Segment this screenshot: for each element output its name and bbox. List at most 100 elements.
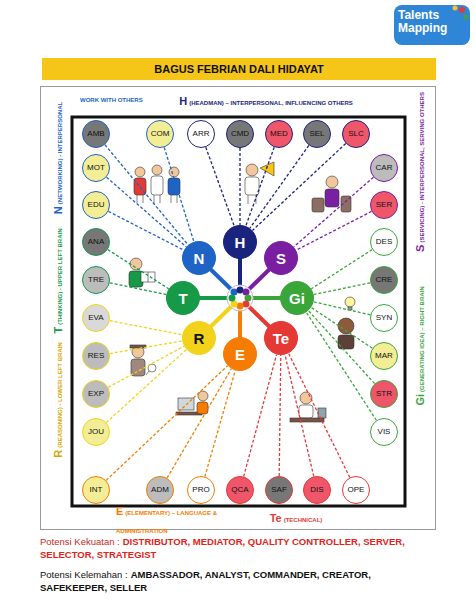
talent-code: EDU (88, 201, 105, 209)
talent-circle: MAR (370, 342, 398, 370)
dimension-code: Gi (289, 291, 305, 306)
dashed-connector (107, 177, 187, 247)
dimension-description: (GENERATING IDEA) – RIGHT BRAIN (419, 286, 425, 392)
dimension-code: H (235, 235, 246, 250)
dashed-connector (252, 144, 345, 231)
dashed-connector (106, 366, 227, 481)
side-note-text: WORK WITH OTHERS (80, 97, 143, 103)
talent-circle: SEL (303, 120, 331, 148)
dimension-description: (TECHNICAL) (284, 517, 323, 523)
strength-summary: Potensi Kekuatan :DISTRIBUTOR, MEDIATOR,… (40, 536, 440, 562)
talent-circle: SYN (370, 304, 398, 332)
talent-code: RES (88, 352, 104, 360)
talent-code: COM (151, 130, 170, 138)
dimension-letter: Te (270, 512, 282, 524)
dimension-code: T (178, 291, 187, 306)
talent-circle: DES (370, 228, 398, 256)
talent-circle: OPE (342, 476, 370, 504)
dimension-code: S (276, 251, 286, 266)
talent-circle: ANA (82, 228, 110, 256)
dashed-connector (314, 283, 371, 295)
dimension-circle: N (182, 241, 216, 275)
traveler-figure (312, 176, 351, 212)
dimension-caption: N (NETWORKING) - INTERPERSONAL (48, 102, 66, 214)
talent-code: ARR (193, 130, 210, 138)
dimension-circle: E (223, 337, 257, 371)
dimension-caption: E(ELEMENTARY) – LANGUAGE & ADMINISTRATIO… (116, 501, 228, 536)
talent-code: SEL (309, 130, 324, 138)
logo-dots (453, 6, 469, 20)
dashed-connector (108, 250, 169, 289)
talent-code: DES (376, 238, 392, 246)
weakness-summary: Potensi Kelemahan :AMBASSADOR, ANALYST, … (40, 569, 440, 595)
dashed-connector (106, 349, 186, 422)
talent-code: VIS (378, 428, 391, 436)
dimension-description: (ELEMENTARY) – LANGUAGE & ADMINISTRATION (116, 510, 217, 534)
dimension-circle: R (182, 321, 216, 355)
dimension-description: (NETWORKING) - INTERPERSONAL (57, 102, 63, 204)
talent-circle: JOU (82, 418, 110, 446)
dashed-connector (308, 311, 374, 384)
talent-circle: RES (82, 342, 110, 370)
dashed-connector (105, 145, 188, 245)
title-text: BAGUS FEBRIAN DALI HIDAYAT (42, 58, 436, 80)
dashed-connector (110, 283, 167, 295)
dashed-connector (311, 250, 372, 289)
summary-heading: Potensi Kelemahan : (40, 569, 128, 580)
dimension-letter: S (414, 245, 426, 252)
dimension-code: Te (273, 331, 289, 346)
dimension-circle: Gi (280, 281, 314, 315)
reader-figure (129, 258, 155, 287)
talent-code: MED (270, 130, 288, 138)
dashed-connector (296, 211, 371, 250)
team-figures (134, 165, 180, 203)
talent-circle: QCA (226, 476, 254, 504)
talent-code: SLC (348, 130, 364, 138)
computer-figure (176, 391, 208, 415)
talent-circle: COM (146, 120, 174, 148)
talent-code: CRE (376, 276, 393, 284)
dimension-caption: H(HEADMAN) – INTERPERSONAL, INFLUENCING … (179, 91, 353, 109)
dimension-code: N (194, 251, 205, 266)
dashed-connector (108, 346, 184, 387)
dimension-circle: S (264, 241, 298, 275)
talent-circle: TRE (82, 266, 110, 294)
megaphone-figure (245, 162, 274, 204)
dashed-connector (239, 148, 240, 225)
dimension-caption: Gi(GENERATING IDEA) – RIGHT BRAIN (410, 286, 428, 405)
dashed-connector (279, 355, 281, 476)
talent-code: EXP (88, 390, 104, 398)
dashed-connector (108, 211, 183, 250)
talent-circle: SAF (265, 476, 293, 504)
talent-code: MAR (375, 352, 393, 360)
talent-circle: VIS (370, 418, 398, 446)
talent-code: CMD (231, 130, 249, 138)
dashed-connector (294, 177, 374, 247)
talent-circle: EDU (82, 191, 110, 219)
dashed-connector (167, 369, 231, 478)
talent-code: DIS (310, 486, 323, 494)
dimension-code: E (235, 347, 245, 362)
talent-code: AMB (87, 130, 104, 138)
dimension-circle: T (166, 281, 200, 315)
talent-circle: AMB (82, 120, 110, 148)
talent-code: SER (376, 201, 392, 209)
dimension-letter: E (116, 505, 123, 517)
talent-code: STR (376, 390, 392, 398)
dashed-connector (205, 370, 235, 476)
talent-code: ADM (151, 486, 169, 494)
dimension-letter: N (52, 206, 64, 214)
dashed-connector (110, 341, 182, 354)
dashed-connector (164, 147, 194, 241)
dimension-code: R (194, 331, 205, 346)
talent-square (72, 117, 405, 506)
dashed-connector (311, 307, 372, 348)
talent-code: SAF (271, 486, 287, 494)
dashed-connector (285, 355, 314, 477)
dimension-caption: T(THINKING) - UPPER LEFT BRAIN (48, 228, 66, 333)
talent-code: SYN (376, 314, 392, 322)
talent-circle: EXP (82, 380, 110, 408)
dimension-caption: S(SERVICING) - INTERPERSONAL, SERVING OT… (410, 92, 428, 252)
talent-circle: CMD (226, 120, 254, 148)
